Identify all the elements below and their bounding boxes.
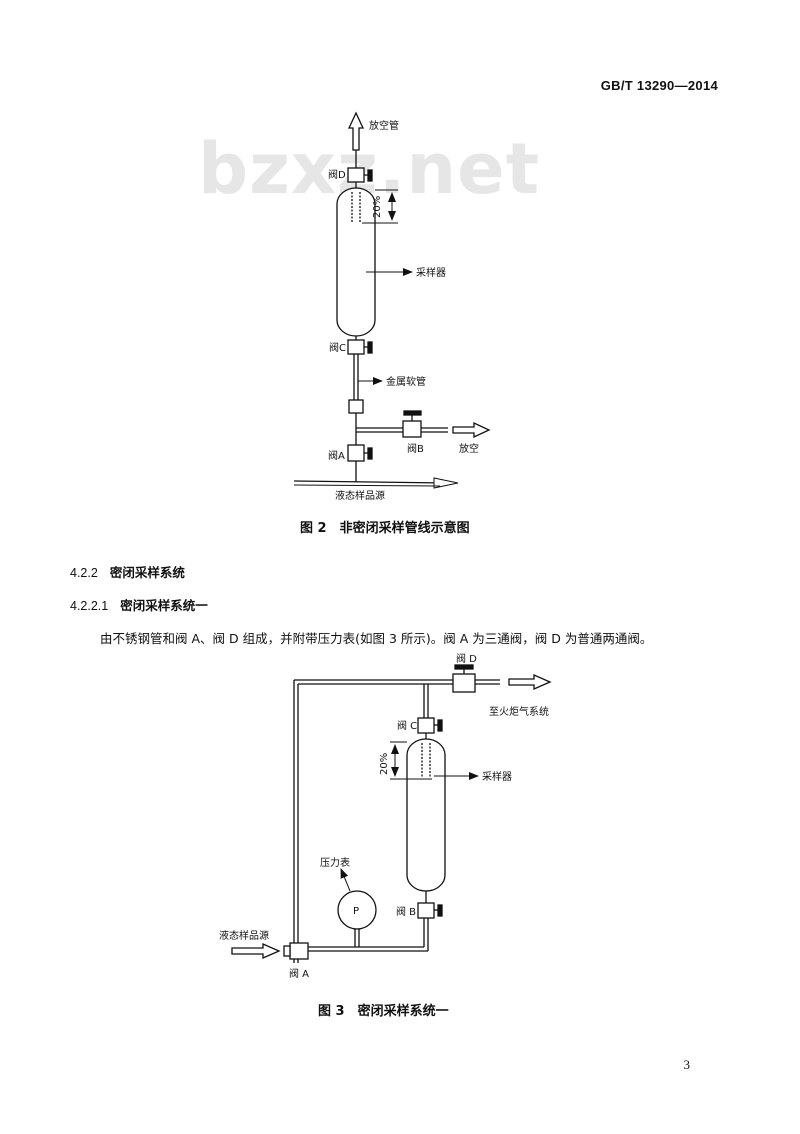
fig3-sampler-cylinder xyxy=(406,738,446,892)
fig2-vent-label: 放空 xyxy=(459,442,479,455)
fig3-valve-a-label: 阀 A xyxy=(289,967,309,980)
standard-code: GB/T 13290—2014 xyxy=(600,78,718,93)
vent-arrow-up xyxy=(347,111,365,151)
figure-2-caption: 图 2 非密闭采样管线示意图 xyxy=(300,521,470,536)
fig3-pressure-gauge-label: 压力表 xyxy=(320,856,350,869)
figure-3-diagram xyxy=(231,664,552,963)
fig3-valve-d-label: 阀 D xyxy=(456,652,477,665)
figure-3-caption: 图 3 密闭采样系统一 xyxy=(318,1004,449,1019)
hose-coupling xyxy=(348,399,364,414)
valve-b-body xyxy=(402,420,422,438)
body-paragraph: 由不锈钢管和阀 A、阀 D 组成，并附带压力表(如图 3 所示)。阀 A 为三通… xyxy=(100,631,653,646)
fig3-liquid-source-label: 液态样品源 xyxy=(219,929,269,942)
pressure-gauge-dial xyxy=(337,890,377,930)
fig2-sampler-label: 采样器 xyxy=(416,266,446,279)
fig3-valve-b-label: 阀 B xyxy=(396,905,416,918)
vent-arrow-right xyxy=(452,421,491,439)
figure-2-diagram xyxy=(293,111,491,489)
fig3-flare-system-label: 至火炬气系统 xyxy=(489,705,549,718)
section-number: 4.2.2 xyxy=(70,566,98,580)
fig2-valve-d-label: 阀D xyxy=(328,168,346,181)
section-title: 密闭采样系统一 xyxy=(120,598,208,613)
fig3-liquid-source-arrow xyxy=(231,943,281,959)
fig2-valve-b-label: 阀B xyxy=(407,442,424,455)
fig3-valve-c-label: 阀 C xyxy=(397,719,417,732)
fig2-metal-hose-label: 金属软管 xyxy=(386,375,426,388)
section-4-2-2-1-heading: 4.2.2.1 密闭采样系统一 xyxy=(70,595,208,614)
valve-a-body xyxy=(347,444,365,462)
section-title: 密闭采样系统 xyxy=(109,565,185,580)
section-number: 4.2.2.1 xyxy=(70,599,109,613)
sampler-cylinder xyxy=(336,187,376,337)
fig3-percent-label: 20% xyxy=(379,753,390,775)
flare-arrow xyxy=(508,674,552,690)
liquid-source-arrow xyxy=(433,477,459,489)
valve-c-body xyxy=(347,339,365,355)
fig3-gauge-symbol: P xyxy=(353,906,359,917)
fig3-valve-c-body xyxy=(417,717,435,734)
section-4-2-2-heading: 4.2.2 密闭采样系统 xyxy=(70,562,185,581)
page-number: 3 xyxy=(683,1057,691,1072)
fig3-sampler-label: 采样器 xyxy=(482,770,512,783)
fig3-valve-a-body xyxy=(289,942,309,960)
fig2-valve-a-label: 阀A xyxy=(328,449,345,462)
fig2-vent-pipe-label: 放空管 xyxy=(369,119,399,132)
fig3-valve-b-body xyxy=(417,902,435,919)
fig2-percent-label: 20% xyxy=(372,196,383,218)
fig3-valve-d-body xyxy=(452,673,476,693)
fig2-liquid-source-label: 液态样品源 xyxy=(335,489,385,502)
valve-d-body xyxy=(347,167,365,183)
fig2-valve-c-label: 阀C xyxy=(329,341,346,354)
